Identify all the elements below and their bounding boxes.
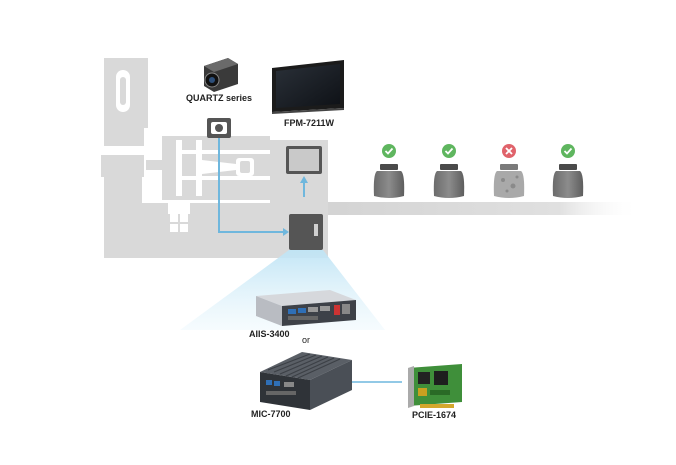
pcie-label: PCIE-1674 (412, 410, 457, 420)
inspection-results (373, 144, 584, 198)
pcie-1674-card (408, 364, 462, 408)
jar-2 (433, 144, 465, 198)
quartz-camera-icon (204, 58, 238, 92)
jar-4 (552, 144, 584, 198)
or-label: or (302, 335, 311, 345)
controller-box (289, 214, 323, 250)
jar-1 (373, 144, 405, 198)
camera-label: QUARTZ series (186, 93, 253, 103)
aiis-label: AIIS-3400 (249, 329, 290, 339)
jar-3-defect (493, 144, 525, 198)
monitor-label: FPM-7211W (284, 118, 335, 128)
fpm-monitor-icon (272, 60, 344, 114)
aiis-3400-device (256, 290, 356, 326)
mic-7700-device (260, 352, 352, 410)
conveyor-belt (318, 202, 640, 215)
mic-label: MIC-7700 (251, 409, 291, 419)
